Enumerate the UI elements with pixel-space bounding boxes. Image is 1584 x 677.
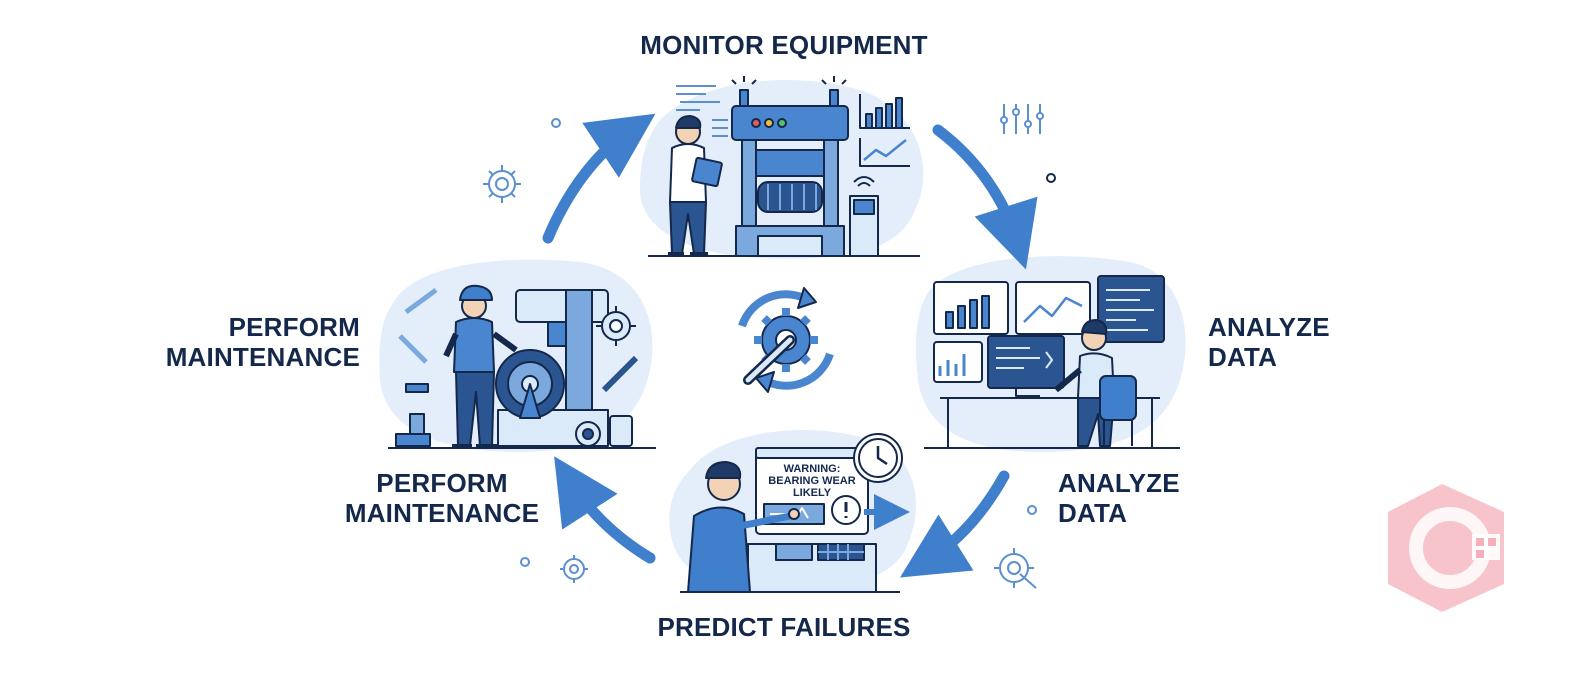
cycle-arrows <box>542 113 1038 578</box>
clock-icon <box>853 433 903 483</box>
sliders-icon <box>1000 104 1044 134</box>
perform-maintenance-scene <box>388 284 656 449</box>
monitor-equipment-scene <box>648 76 920 257</box>
warning-line-2: BEARING WEAR <box>768 475 855 487</box>
label-perform-maintenance-lower: PERFORM MAINTENANCE <box>344 468 540 528</box>
decorative-icons <box>483 104 1056 589</box>
label-analyze-data-lower: ANALYZE DATA <box>1058 468 1180 528</box>
label-perform-maintenance-left: PERFORM MAINTENANCE <box>165 312 360 372</box>
watermark-logo <box>1388 484 1504 612</box>
arrow-monitor-to-analyze <box>932 124 1038 270</box>
arrow-perform-to-monitor <box>542 113 656 244</box>
label-analyze-data-right: ANALYZE DATA <box>1208 312 1330 372</box>
dot-icon <box>551 118 561 128</box>
gear-wrench-icon <box>994 548 1037 589</box>
dot-icon <box>1027 505 1037 515</box>
warning-line-3: LIKELY <box>793 487 832 499</box>
label-predict-failures: PREDICT FAILURES <box>657 612 911 642</box>
dot-icon <box>1046 173 1056 183</box>
cycle-gear-wrench-icon <box>738 287 834 393</box>
gear-icon <box>483 165 521 203</box>
label-monitor-equipment: MONITOR EQUIPMENT <box>640 30 928 60</box>
analyze-data-scene <box>924 275 1180 449</box>
arrow-predict-to-perform <box>554 456 656 564</box>
predict-failures-scene: WARNING: BEARING WEAR LIKELY <box>680 433 910 593</box>
arrow-analyze-to-predict <box>900 470 1010 578</box>
dot-icon <box>520 557 530 567</box>
gear-icon <box>560 555 588 583</box>
warning-line-1: WARNING: <box>784 463 841 475</box>
